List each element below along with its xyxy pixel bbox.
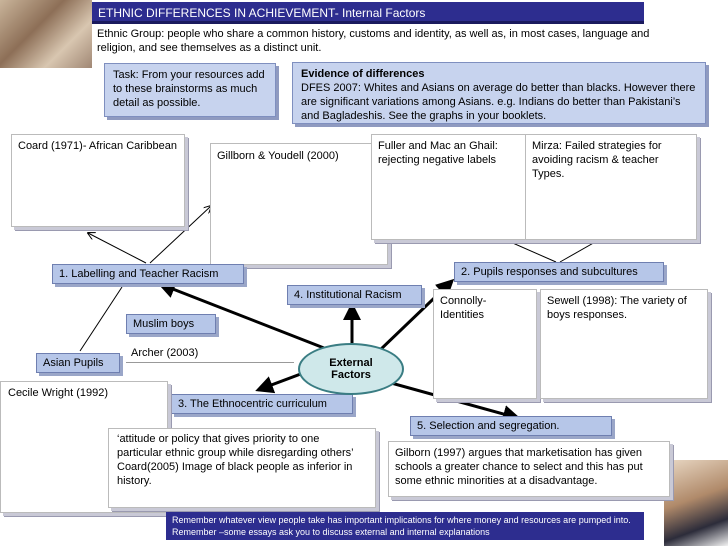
archer-underline: [126, 362, 294, 363]
footer-note: Remember whatever view people take has i…: [166, 512, 644, 540]
evidence-heading: Evidence of differences: [301, 68, 425, 80]
asian-pupils-label: Asian Pupils: [36, 353, 120, 373]
coard-2005: Coard(2005) Image of black people as inf…: [117, 461, 353, 487]
center-line2: Factors: [331, 369, 371, 381]
definition-text: Ethnic Group: people who share a common …: [97, 28, 650, 54]
category-institutional: 4. Institutional Racism: [287, 285, 422, 305]
center-line1: External: [329, 357, 373, 369]
category-pupils: 2. Pupils responses and subcultures: [454, 262, 664, 282]
attitude-definition: ‘attitude or policy that gives priority …: [117, 433, 354, 459]
sewell-note: Sewell (1998): The variety of boys respo…: [540, 289, 708, 399]
category-ethnocentric: 3. The Ethnocentric curriculum: [171, 394, 353, 414]
archer-note: Archer (2003): [131, 347, 199, 359]
attitude-note: ‘attitude or policy that gives priority …: [108, 428, 376, 508]
students-photo: [664, 460, 728, 546]
category-labelling: 1. Labelling and Teacher Racism: [52, 264, 244, 284]
evidence-box: Evidence of differences DFES 2007: White…: [292, 62, 706, 124]
fuller-note: Fuller and Mac an Ghail: rejecting negat…: [371, 134, 526, 240]
coard-note: Coard (1971)- African Caribbean: [11, 134, 185, 227]
page-title: ETHNIC DIFFERENCES IN ACHIEVEMENT- Inter…: [92, 2, 644, 24]
evidence-body: DFES 2007: Whites and Asians on average …: [301, 82, 696, 122]
muslim-boys-label: Muslim boys: [126, 314, 216, 334]
gillborn-youdell-note: Gillborn & Youdell (2000): [210, 143, 388, 265]
category-selection: 5. Selection and segregation.: [410, 416, 612, 436]
classroom-photo: [0, 0, 92, 68]
external-factors-node: External Factors: [298, 343, 404, 395]
mirza-note: Mirza: Failed strategies for avoiding ra…: [525, 134, 697, 240]
gilborn-1997-note: Gilborn (1997) argues that marketisation…: [388, 441, 670, 497]
connolly-note: Connolly- Identities: [433, 289, 537, 399]
task-box: Task: From your resources add to these b…: [104, 63, 276, 117]
